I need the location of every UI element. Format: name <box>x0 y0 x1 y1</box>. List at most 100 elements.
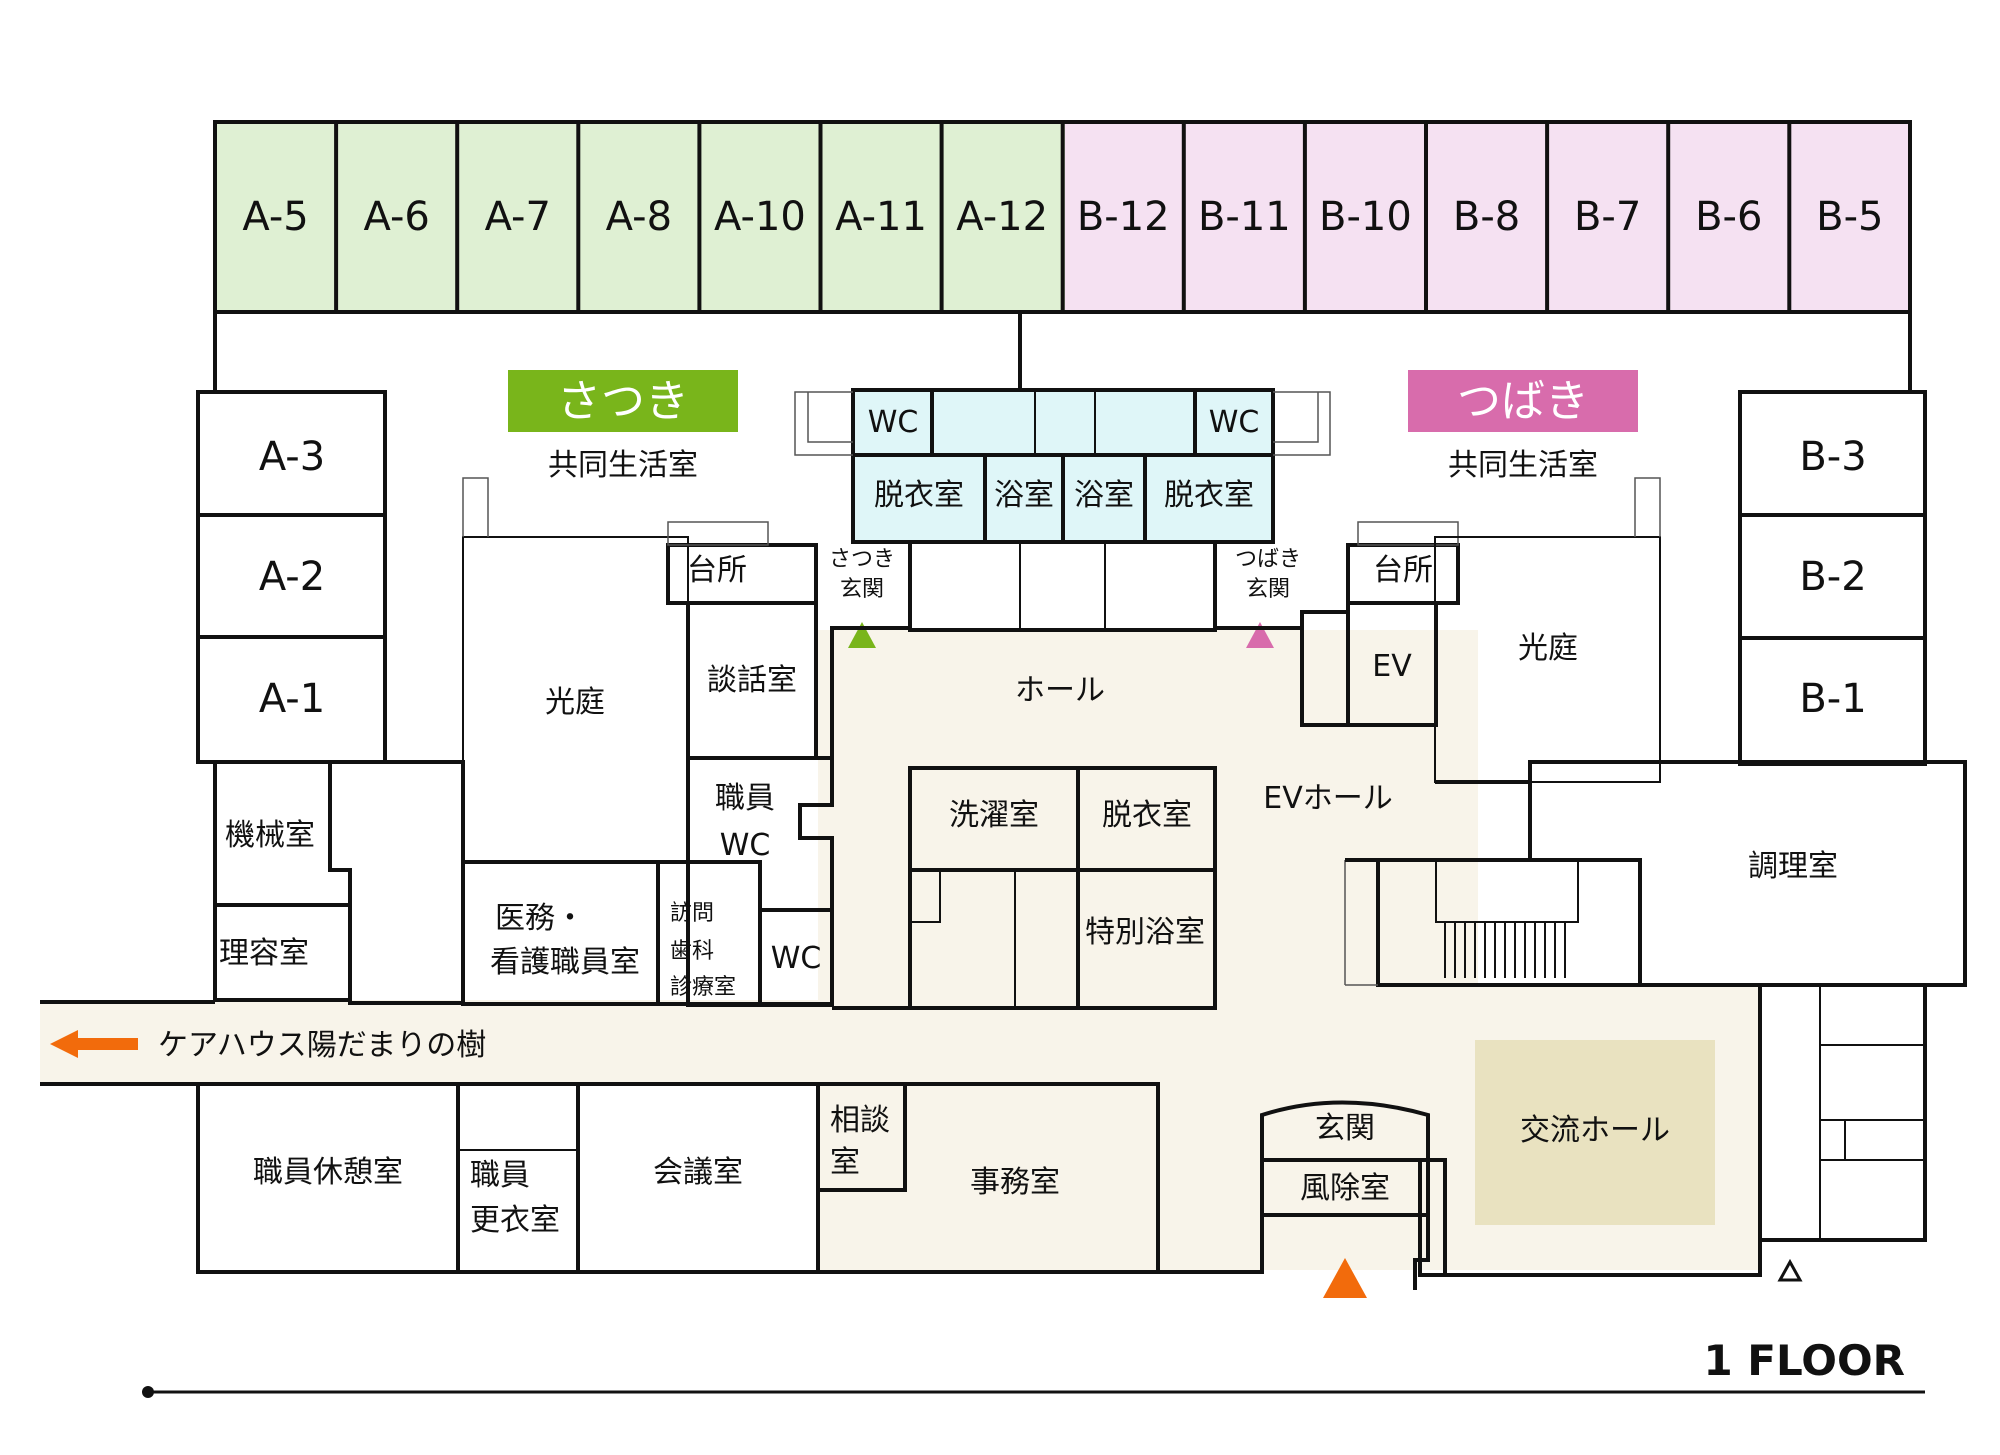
medical-label-1: 医務・ <box>495 901 585 936</box>
courtyard-left-label: 光庭 <box>545 685 605 720</box>
barber-room: 理容室 <box>213 903 352 1002</box>
medical-label-2: 看護職員室 <box>490 945 640 980</box>
wc-left: WC <box>868 405 919 440</box>
elevator-label: EV <box>1372 649 1412 684</box>
room-b-2: B-2 <box>1799 554 1866 600</box>
main-kitchen-label: 調理室 <box>1748 849 1838 884</box>
floor-rule-dot <box>142 1386 154 1398</box>
corridor-arrow <box>50 1030 138 1058</box>
stairs <box>1344 858 1642 987</box>
lower-right-rooms <box>1418 983 1927 1282</box>
staff-locker-label-1: 職員 <box>470 1158 530 1193</box>
bath-block: WC WC 脱衣室 浴室 浴室 脱衣室 <box>794 388 1331 632</box>
bath-right: 浴室 <box>1074 478 1134 513</box>
dental-label-3: 診療室 <box>670 975 736 1000</box>
entrance: 玄関 風除室 <box>1155 1100 1447 1298</box>
right-room-column: B-3 B-2 B-1 <box>1738 390 1927 766</box>
meeting-room-label: 会議室 <box>653 1155 743 1190</box>
bottom-rooms: 職員休憩室 職員 更衣室 会議室 相談 室 事務室 <box>196 1082 1160 1274</box>
machine-room-label: 機械室 <box>225 818 315 853</box>
service-bath-block: 洗濯室 脱衣室 特別浴室 <box>908 766 1217 1010</box>
wc-room: WC <box>758 908 834 1006</box>
staff-locker-label-2: 更衣室 <box>470 1203 560 1238</box>
room-a-10: A-10 <box>714 194 806 240</box>
room-b-1: B-1 <box>1799 676 1866 722</box>
ev-hall-label: EVホール <box>1263 781 1392 816</box>
entrance-label: 玄関 <box>1315 1111 1375 1146</box>
side-entry-arrow <box>1777 1258 1803 1282</box>
tsubaki-name: つばき <box>1457 376 1589 427</box>
satsuki-kitchen: 台所 <box>666 521 818 605</box>
dental-label-2: 歯科 <box>670 939 714 964</box>
windbreak-label: 風除室 <box>1300 1171 1390 1206</box>
tsubaki-kitchen: 台所 <box>1346 521 1460 605</box>
elevator: EV <box>1300 601 1438 727</box>
satsuki-entry-1: さつき <box>829 547 895 572</box>
satsuki-badge: さつき <box>508 370 738 432</box>
top-room-row <box>215 122 1910 312</box>
exchange-hall: 交流ホール <box>1475 1040 1715 1225</box>
corridor: ケアハウス陽だまりの樹 <box>40 1000 486 1086</box>
tsubaki-kitchen-label: 台所 <box>1373 553 1433 588</box>
tsubaki-entry-arrow <box>1246 622 1274 648</box>
special-bath-label: 特別浴室 <box>1085 915 1205 950</box>
dressing-room-left: 脱衣室 <box>874 478 964 513</box>
circulation-floor <box>40 312 1910 1270</box>
room-a-12: A-12 <box>956 194 1048 240</box>
satsuki-entry-arrow <box>848 622 876 648</box>
office-label: 事務室 <box>970 1165 1060 1200</box>
room-a-11: A-11 <box>835 194 927 240</box>
satsuki-name: さつき <box>557 376 689 427</box>
dressing-room-right: 脱衣室 <box>1164 478 1254 513</box>
exchange-hall-label: 交流ホール <box>1520 1113 1670 1148</box>
left-room-column: A-3 A-2 A-1 <box>196 390 387 764</box>
hall-label: ホール <box>1015 673 1105 708</box>
floor-label: 1 FLOOR <box>1703 1336 1905 1385</box>
consult-label-1: 相談 <box>830 1103 890 1138</box>
room-a-8: A-8 <box>606 194 672 240</box>
tsubaki-badge: つばき <box>1408 370 1638 432</box>
satsuki-kitchen-label: 台所 <box>687 553 747 588</box>
tsubaki-entry-1: つばき <box>1235 547 1301 572</box>
main-kitchen: 調理室 <box>1528 760 1967 987</box>
bath-left: 浴室 <box>994 478 1054 513</box>
corridor-floor <box>40 1000 840 1085</box>
main-entry-arrow <box>1323 1258 1367 1298</box>
room-a-5: A-5 <box>242 194 308 240</box>
room-a-6: A-6 <box>363 194 429 240</box>
dental-label-1: 訪問 <box>670 901 714 926</box>
satsuki-living-room: 共同生活室 <box>548 448 698 483</box>
wc-right: WC <box>1209 405 1260 440</box>
lounge-label: 談話室 <box>707 663 797 698</box>
room-a-3: A-3 <box>259 434 325 480</box>
room-b-10: B-10 <box>1319 194 1412 240</box>
room-a-1: A-1 <box>259 676 325 722</box>
room-b-5: B-5 <box>1816 194 1883 240</box>
room-a-2: A-2 <box>259 554 325 600</box>
courtyard-right-label: 光庭 <box>1518 631 1578 666</box>
room-a-7: A-7 <box>485 194 551 240</box>
staff-rest-label: 職員休憩室 <box>253 1155 403 1190</box>
satsuki-entry-2: 玄関 <box>840 577 884 602</box>
room-b-7: B-7 <box>1574 194 1641 240</box>
barber-room-label: 理容室 <box>219 936 309 971</box>
hall-floor <box>818 630 1478 1270</box>
lounge-room: 談話室 <box>686 601 818 760</box>
wc-label: WC <box>771 941 822 976</box>
dental-room: 訪問 歯科 診療室 <box>656 860 762 1006</box>
tsubaki-entry-2: 玄関 <box>1246 577 1290 602</box>
courtyard-right: 光庭 <box>1434 477 1661 783</box>
tsubaki-living-room: 共同生活室 <box>1448 448 1598 483</box>
medical-room: 医務・ 看護職員室 <box>461 860 660 1006</box>
staff-wc-label-2: WC <box>720 828 771 863</box>
dressing-label: 脱衣室 <box>1102 798 1192 833</box>
room-b-8: B-8 <box>1453 194 1520 240</box>
room-b-6: B-6 <box>1695 194 1762 240</box>
laundry-label: 洗濯室 <box>949 798 1039 833</box>
room-b-3: B-3 <box>1799 434 1866 480</box>
machine-room: 機械室 <box>213 760 352 907</box>
room-b-11: B-11 <box>1198 194 1291 240</box>
courtyard-left: 光庭 <box>462 477 689 863</box>
